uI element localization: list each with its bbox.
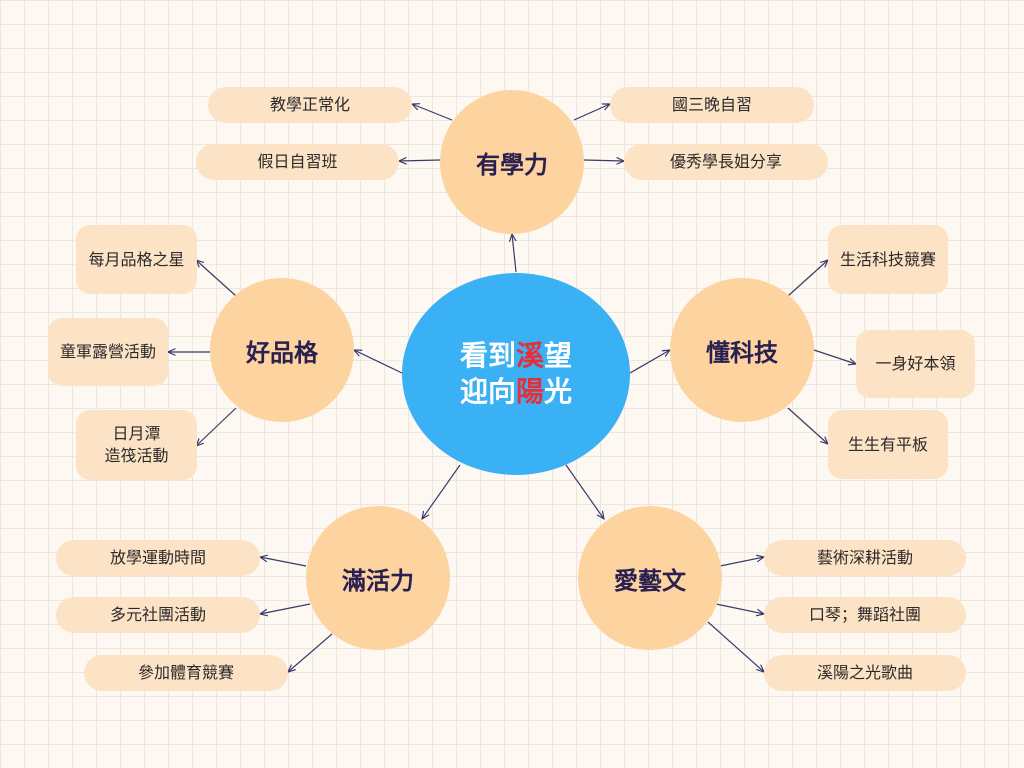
- link-vitality-3: [288, 633, 333, 672]
- link-center-learning: [512, 234, 516, 273]
- link-character-1: [196, 260, 237, 297]
- link-arts-1: [719, 557, 764, 567]
- hub-learning: 有學力: [440, 90, 584, 234]
- link-technology-3: [787, 407, 828, 444]
- leaf-learning-3: 國三晚自習: [610, 87, 814, 123]
- link-center-technology: [629, 350, 670, 374]
- leaf-technology-2: 一身好本領: [856, 330, 975, 398]
- link-arts-2: [715, 603, 764, 614]
- leaf-vitality-3: 參加體育競賽: [84, 655, 288, 691]
- leaf-arts-2: 口琴；舞蹈社團: [764, 597, 966, 633]
- link-learning-2: [399, 160, 441, 161]
- leaf-technology-3: 生生有平板: [828, 410, 948, 479]
- link-center-character: [354, 350, 403, 374]
- leaf-vitality-1: 放學運動時間: [56, 540, 260, 576]
- hub-vitality: 滿活力: [306, 506, 450, 650]
- link-vitality-2: [260, 603, 311, 614]
- link-center-vitality: [422, 464, 461, 519]
- center-line-1: 看到溪望: [459, 339, 573, 372]
- leaf-character-3-line-1: 日月潭: [112, 424, 161, 443]
- leaf-technology-1: 生活科技競賽: [828, 225, 948, 294]
- leaf-learning-2: 假日自習班: [196, 144, 399, 180]
- leaf-vitality-2: 多元社團活動: [56, 597, 260, 633]
- link-character-3: [196, 407, 237, 446]
- leaf-arts-1: 藝術深耕活動: [764, 540, 966, 576]
- link-center-arts: [565, 464, 604, 519]
- hub-technology: 懂科技: [670, 278, 814, 422]
- link-technology-1: [787, 260, 828, 297]
- link-learning-3: [573, 104, 610, 121]
- link-arts-3: [707, 621, 764, 672]
- link-vitality-1: [260, 557, 307, 567]
- center-line-2: 迎向陽光: [459, 375, 573, 408]
- hub-arts: 愛藝文: [578, 506, 722, 650]
- center-highlight-1: 溪: [515, 339, 544, 372]
- leaf-character-3-line-2: 造筏活動: [104, 446, 169, 465]
- leaf-character-3: 日月潭 造筏活動: [76, 410, 197, 480]
- link-learning-1: [412, 104, 453, 121]
- center-highlight-2: 陽: [515, 375, 544, 408]
- leaf-learning-1: 教學正常化: [208, 87, 412, 123]
- link-learning-4: [583, 160, 624, 161]
- leaf-learning-4: 優秀學長姐分享: [624, 144, 828, 180]
- leaf-character-2: 童軍露營活動: [48, 318, 168, 386]
- leaf-character-1: 每月品格之星: [76, 225, 197, 294]
- link-technology-2: [813, 349, 856, 364]
- center-node: 看到溪望 迎向陽光: [402, 273, 630, 475]
- leaf-arts-3: 溪陽之光歌曲: [764, 655, 966, 691]
- hub-character: 好品格: [210, 278, 354, 422]
